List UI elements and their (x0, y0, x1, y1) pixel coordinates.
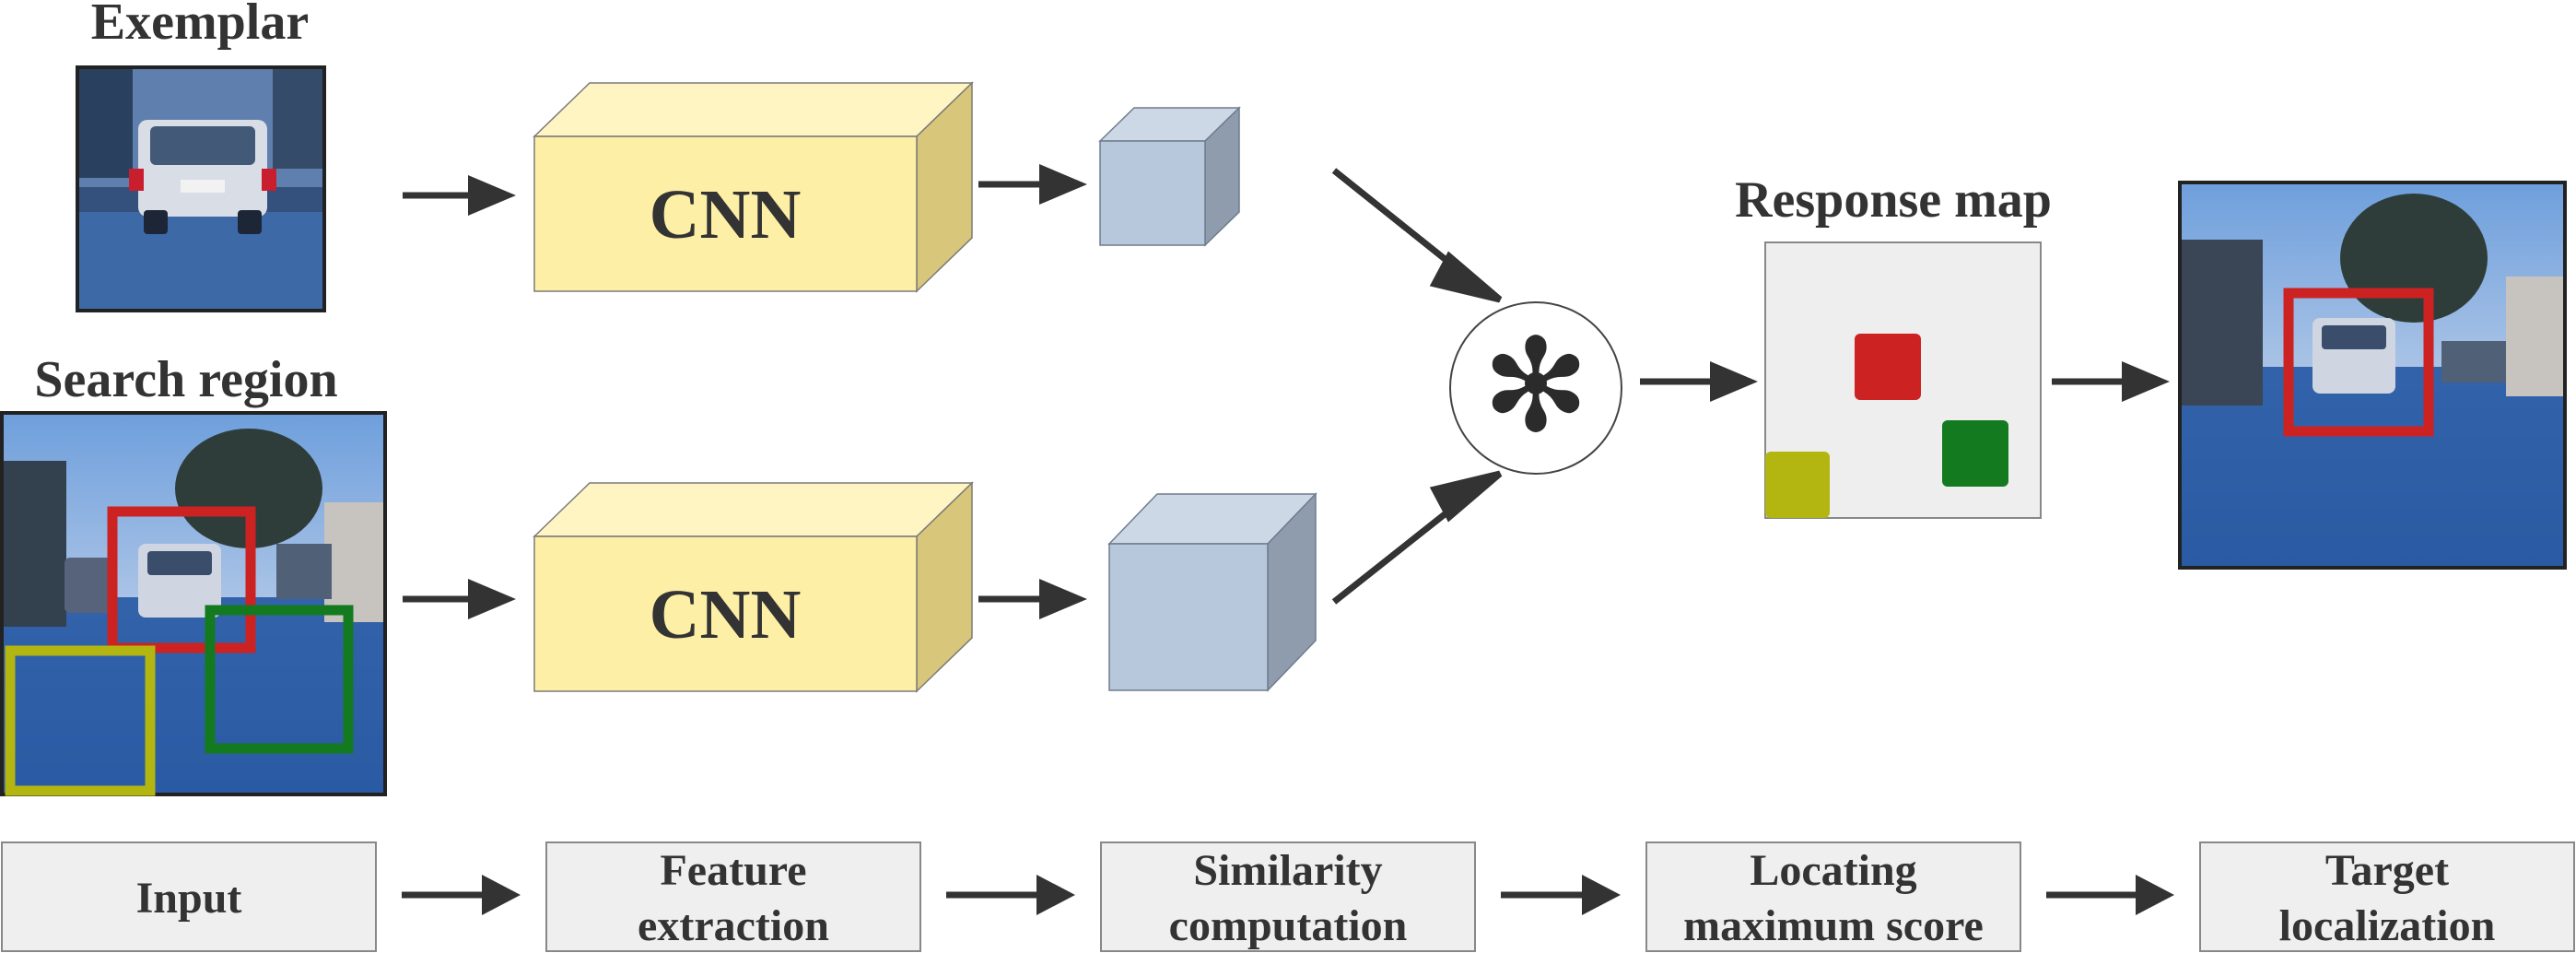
response-peak-red (1855, 334, 1921, 400)
candidate-box-green (205, 605, 354, 754)
response-peak-yellow (1765, 452, 1830, 518)
pipeline-step-box (1100, 841, 1476, 952)
asterisk-icon: ✻ (1481, 312, 1589, 462)
response-peak-green (1942, 420, 2008, 487)
pipeline-step-label: Input (136, 874, 242, 923)
pipeline-step-label: Similarity (1193, 846, 1382, 895)
feature-map-exemplar (1098, 106, 1241, 247)
arrow-diagonal-up-icon (1331, 470, 1503, 605)
pipeline-step-label: Feature (660, 846, 806, 895)
arrow-right-icon (1640, 361, 1758, 402)
pipeline-step-label: Target (2325, 846, 2449, 895)
search-region-title: Search region (34, 351, 337, 408)
cnn-block-top (533, 81, 974, 293)
target-localization-image (2178, 181, 2567, 570)
result-box-red (2283, 288, 2434, 437)
pipeline-step-box (1645, 841, 2021, 952)
cnn-label-bottom: CNN (650, 576, 802, 653)
exemplar-image (76, 65, 326, 312)
pipeline-step-box (1, 841, 377, 952)
pipeline-step-label-line2: extraction (638, 901, 829, 950)
cnn-block-bottom (533, 481, 974, 693)
candidate-box-yellow (5, 645, 156, 796)
pipeline-step-label-line2: localization (2279, 901, 2496, 950)
arrow-right-icon (946, 875, 1075, 915)
arrow-right-icon (2046, 875, 2174, 915)
response-map (1764, 241, 2042, 519)
arrow-right-icon (403, 579, 516, 619)
response-map-title: Response map (1735, 171, 2052, 229)
correlation-operator (1449, 301, 1622, 475)
exemplar-title: Exemplar (91, 0, 309, 51)
pipeline-step-box (545, 841, 921, 952)
pipeline-step-label-line2: computation (1169, 901, 1408, 950)
arrow-diagonal-down-icon (1331, 168, 1503, 303)
candidate-box-red (107, 506, 256, 653)
arrow-right-icon (978, 164, 1087, 205)
arrow-right-icon (2052, 361, 2170, 402)
feature-map-search (1107, 492, 1317, 692)
arrow-right-icon (402, 875, 521, 915)
arrow-right-icon (1501, 875, 1621, 915)
arrow-right-icon (403, 175, 516, 216)
arrow-right-icon (978, 579, 1087, 619)
search-region-image (0, 411, 387, 796)
cnn-label-top: CNN (650, 176, 802, 253)
pipeline-step-label-line2: maximum score (1683, 901, 1984, 950)
pipeline-step-label: Locating (1750, 846, 1916, 895)
pipeline-step-box (2199, 841, 2575, 952)
